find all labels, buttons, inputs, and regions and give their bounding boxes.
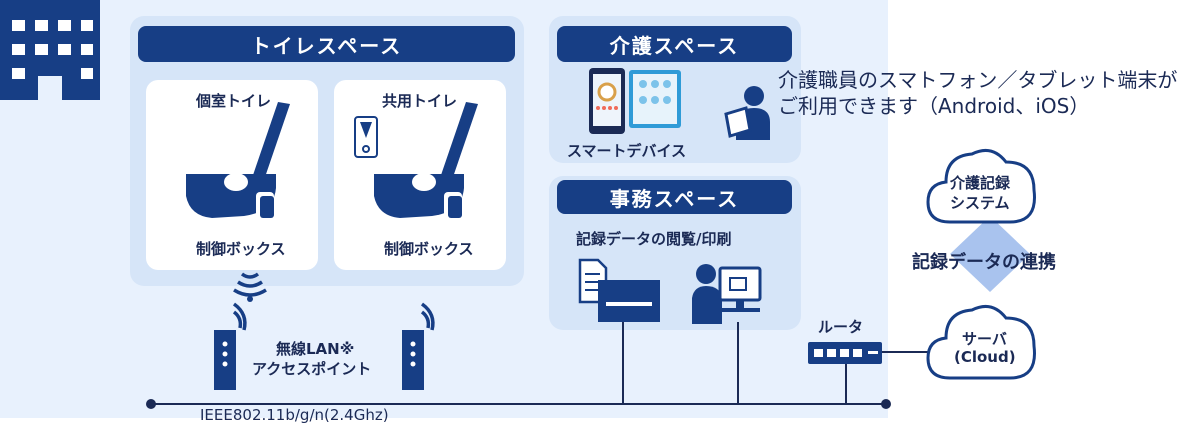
server-line2: (Cloud) [954, 348, 1016, 366]
private-toilet-label: 個室トイレ [196, 92, 272, 110]
remote-switch-icon [354, 116, 378, 158]
access-point-icon [402, 302, 435, 390]
smart-device-label: スマートデバイス [567, 142, 687, 160]
staff-with-tablet-icon [724, 86, 770, 140]
smart-device-icon [589, 68, 681, 134]
private-control-box-label: 制御ボックス [196, 240, 286, 258]
shared-control-box-label: 制御ボックス [384, 240, 474, 258]
wifi-signal-icon [233, 272, 267, 302]
toilet-icon [374, 102, 478, 218]
care-system-line1: 介護記録 [950, 174, 1011, 192]
care-note-line2: ご利用できます（Android、iOS） [778, 94, 1090, 118]
office-space-title: 事務スペース [557, 180, 792, 214]
toilet-space-title: トイレスペース [138, 26, 515, 62]
care-space-title: 介護スペース [557, 26, 792, 62]
router-label: ルータ [818, 318, 864, 336]
ap-label-line1: 無線LAN※ [276, 340, 355, 358]
care-note-line1: 介護職員のスマトフォン／タブレット端末が [778, 68, 1178, 92]
cloud-icon [926, 148, 1036, 224]
building-icon [0, 0, 100, 100]
router-icon [808, 342, 882, 364]
data-link-diamond [950, 216, 1030, 292]
server-line1: サーバ [962, 330, 1007, 348]
cloud-icon [926, 304, 1036, 380]
access-point-icon [214, 302, 247, 390]
shared-toilet-label: 共用トイレ [382, 92, 458, 110]
care-system-line2: システム [950, 194, 1010, 212]
printer-icon [578, 258, 660, 322]
data-link-label: 記録データの連携 [912, 252, 1056, 273]
wifi-standard-label: IEEE802.11b/g/n(2.4Ghz) [200, 406, 389, 424]
office-caption: 記録データの閲覧/印刷 [576, 230, 732, 248]
toilet-icon [186, 102, 290, 218]
pc-operator-icon [692, 264, 762, 324]
ap-label-line2: アクセスポイント [252, 360, 372, 378]
